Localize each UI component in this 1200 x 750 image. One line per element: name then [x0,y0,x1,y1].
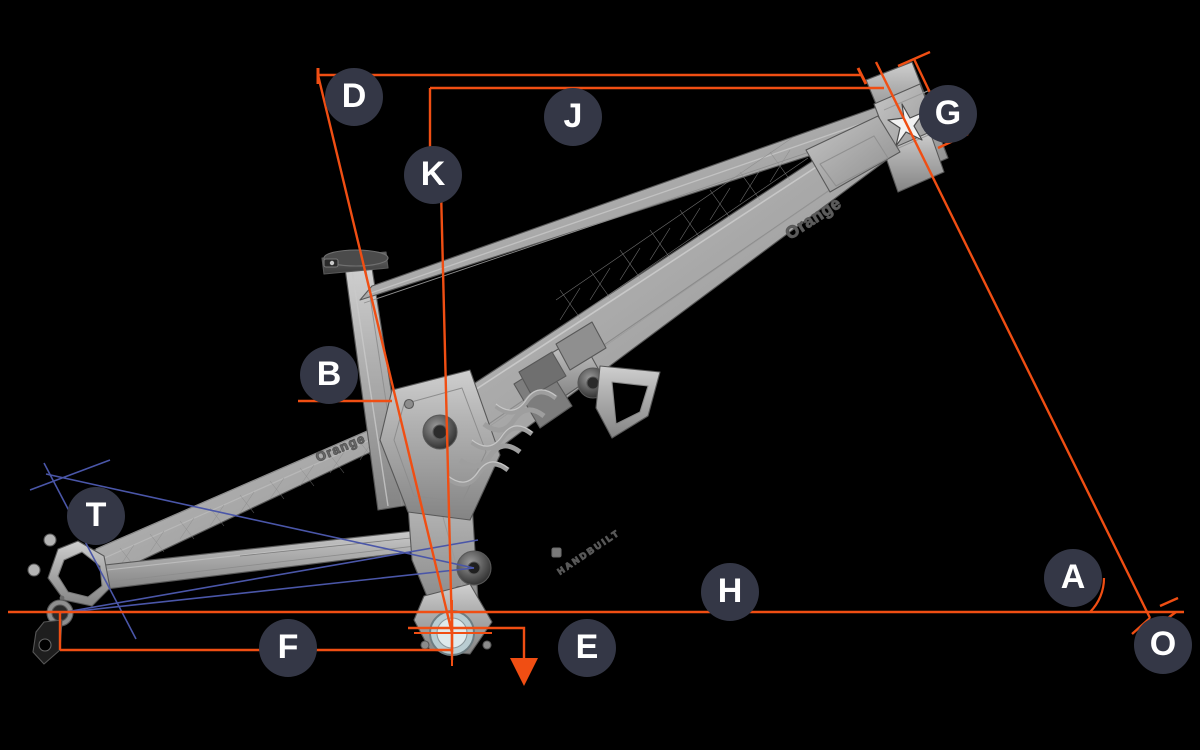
callout-badge-A[interactable]: A [1044,549,1102,607]
callout-badge-D[interactable]: D [325,68,383,126]
callout-label-H: H [717,572,743,610]
callout-label-O: O [1149,625,1177,663]
callout-badge-K[interactable]: K [404,146,462,204]
dimension-ticks [316,67,868,85]
callout-badge-T[interactable]: T [67,487,125,545]
callout-label-G: G [934,94,962,132]
dimension-lines [8,50,1184,666]
head-tube-gusset [805,115,901,193]
callout-label-E: E [575,628,599,666]
callout-label-T: T [85,496,107,534]
rear-dropout [27,533,111,665]
callout-badge-F[interactable]: F [259,619,317,677]
callout-label-D: D [341,77,367,115]
callout-badge-J[interactable]: J [544,88,602,146]
coil-shock [446,321,661,487]
callout-label-F: F [277,628,299,666]
seat-clamp [321,249,389,275]
callout-label-B: B [316,355,342,393]
construction-lines [29,459,479,640]
callout-badge-O[interactable]: O [1134,616,1192,674]
callout-badge-B[interactable]: B [300,346,358,404]
bb-drop-arrow [510,658,538,686]
callout-badge-H[interactable]: H [701,563,759,621]
callout-badge-G[interactable]: G [919,85,977,143]
callout-label-J: J [563,97,583,135]
callout-badge-E[interactable]: E [558,619,616,677]
callout-label-A: A [1060,558,1086,596]
callout-label-K: K [420,155,446,193]
top-tube [359,105,891,304]
